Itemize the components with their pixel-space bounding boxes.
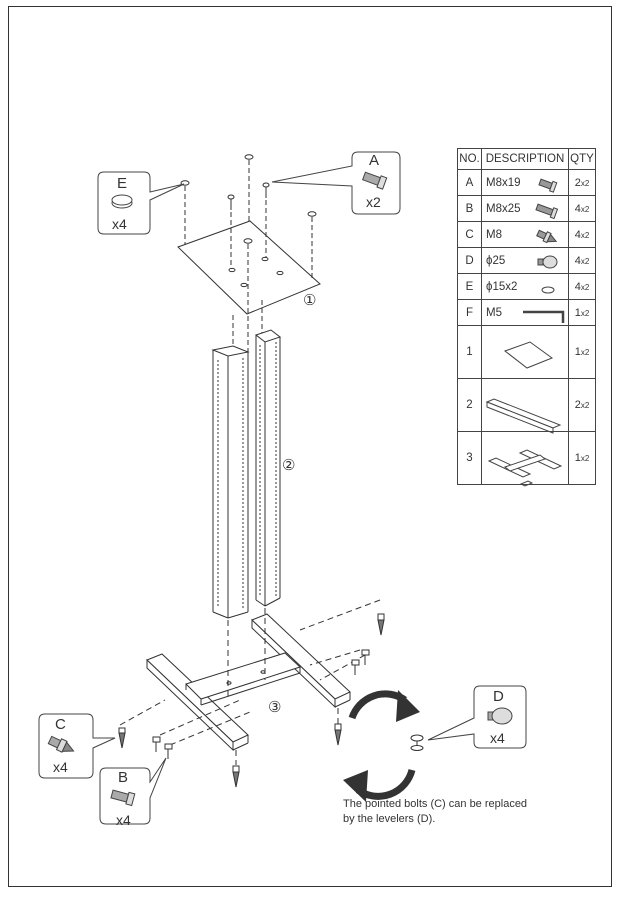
row-qty: 2x2 (568, 169, 596, 196)
row-description (481, 378, 569, 432)
bolt-a (227, 194, 235, 210)
row-description: ϕ25 (481, 247, 569, 274)
callout-b-box (99, 757, 167, 825)
step-2-label: ② (282, 457, 296, 474)
row-no: 3 (457, 431, 482, 485)
row-no: 1 (457, 325, 482, 379)
table-row: 2 2x2 (457, 378, 596, 432)
top-plate (177, 220, 321, 315)
page-border (8, 6, 612, 887)
row-qty: 4x2 (568, 221, 596, 248)
callout-d-count: x4 (490, 730, 505, 746)
callout-c-box (38, 713, 116, 779)
pad-e (244, 154, 254, 160)
table-row: C M8 4x2 (457, 221, 596, 248)
bolt-b (351, 659, 360, 675)
spike-c (232, 765, 240, 788)
bolt-icon (361, 171, 388, 190)
header-description: DESCRIPTION (481, 148, 569, 170)
leveler-icon (487, 707, 513, 725)
callout-c-count: x4 (53, 759, 68, 775)
row-no: F (457, 299, 482, 326)
row-no: 2 (457, 378, 482, 432)
spike-c (334, 723, 342, 746)
row-qty: 4x2 (568, 195, 596, 222)
row-qty: 4x2 (568, 273, 596, 300)
parts-table: NO. DESCRIPTION QTY A M8x19 2x2 B M8x25 … (457, 148, 596, 485)
base-frame (146, 613, 351, 752)
row-no: D (457, 247, 482, 274)
leveler-d (410, 734, 424, 751)
table-row: 3 1x2 (457, 431, 596, 485)
step-3-label: ③ (268, 699, 282, 716)
callout-b-count: x4 (116, 812, 131, 828)
callout-e-box (97, 171, 185, 235)
row-description (481, 325, 569, 379)
table-row: 1 1x2 (457, 325, 596, 379)
table-row: B M8x25 4x2 (457, 195, 596, 222)
row-description: M8 (481, 221, 569, 248)
note-line-2: by the levelers (D). (343, 813, 436, 825)
table-row: D ϕ25 4x2 (457, 247, 596, 274)
row-description: M8x19 (481, 169, 569, 196)
row-description: M8x25 (481, 195, 569, 222)
row-no: B (457, 195, 482, 222)
callout-d-box (427, 685, 527, 749)
pad-e (307, 211, 317, 217)
table-row: E ϕ15x2 4x2 (457, 273, 596, 300)
arrow-head-icon (396, 690, 420, 722)
callout-b-letter: B (118, 769, 129, 786)
arrow-head-icon (343, 770, 368, 802)
callout-a-box (271, 151, 401, 215)
row-qty: 1x2 (568, 431, 596, 485)
column-left (211, 345, 250, 619)
bolt-b (164, 743, 173, 759)
note-line-1: The pointed bolts (C) can be replaced (343, 798, 528, 810)
row-no: A (457, 169, 482, 196)
callout-e-count: x4 (112, 216, 127, 232)
header-qty: QTY (568, 148, 596, 170)
row-no: C (457, 221, 482, 248)
row-no: E (457, 273, 482, 300)
bolt-b (152, 736, 161, 752)
row-description: M5 (481, 299, 569, 326)
table-header-row: NO. DESCRIPTION QTY (457, 148, 596, 170)
row-qty: 1x2 (568, 299, 596, 326)
row-qty: 2x2 (568, 378, 596, 432)
pad-e (243, 238, 253, 244)
column-right (254, 329, 282, 607)
step-1-label: ① (303, 292, 317, 309)
bolt-b (361, 649, 370, 665)
row-qty: 1x2 (568, 325, 596, 379)
row-description (481, 431, 569, 485)
spike-c (377, 613, 385, 636)
pad-e (180, 180, 190, 186)
bolt-icon (110, 789, 136, 807)
bolt-a (262, 182, 270, 198)
table-row: F M5 1x2 (457, 299, 596, 326)
spike-icon (47, 735, 75, 753)
header-no: NO. (457, 148, 482, 170)
table-row: A M8x19 2x2 (457, 169, 596, 196)
callout-c-letter: C (55, 716, 66, 733)
row-qty: 4x2 (568, 247, 596, 274)
replacement-note: The pointed bolts (C) can be replaced by… (343, 797, 573, 827)
callout-e-letter: E (117, 175, 128, 192)
callout-a-letter: A (369, 152, 380, 169)
spike-c (118, 727, 126, 749)
row-description: ϕ15x2 (481, 273, 569, 300)
callout-d-letter: D (493, 688, 504, 705)
callout-a-count: x2 (366, 194, 381, 210)
